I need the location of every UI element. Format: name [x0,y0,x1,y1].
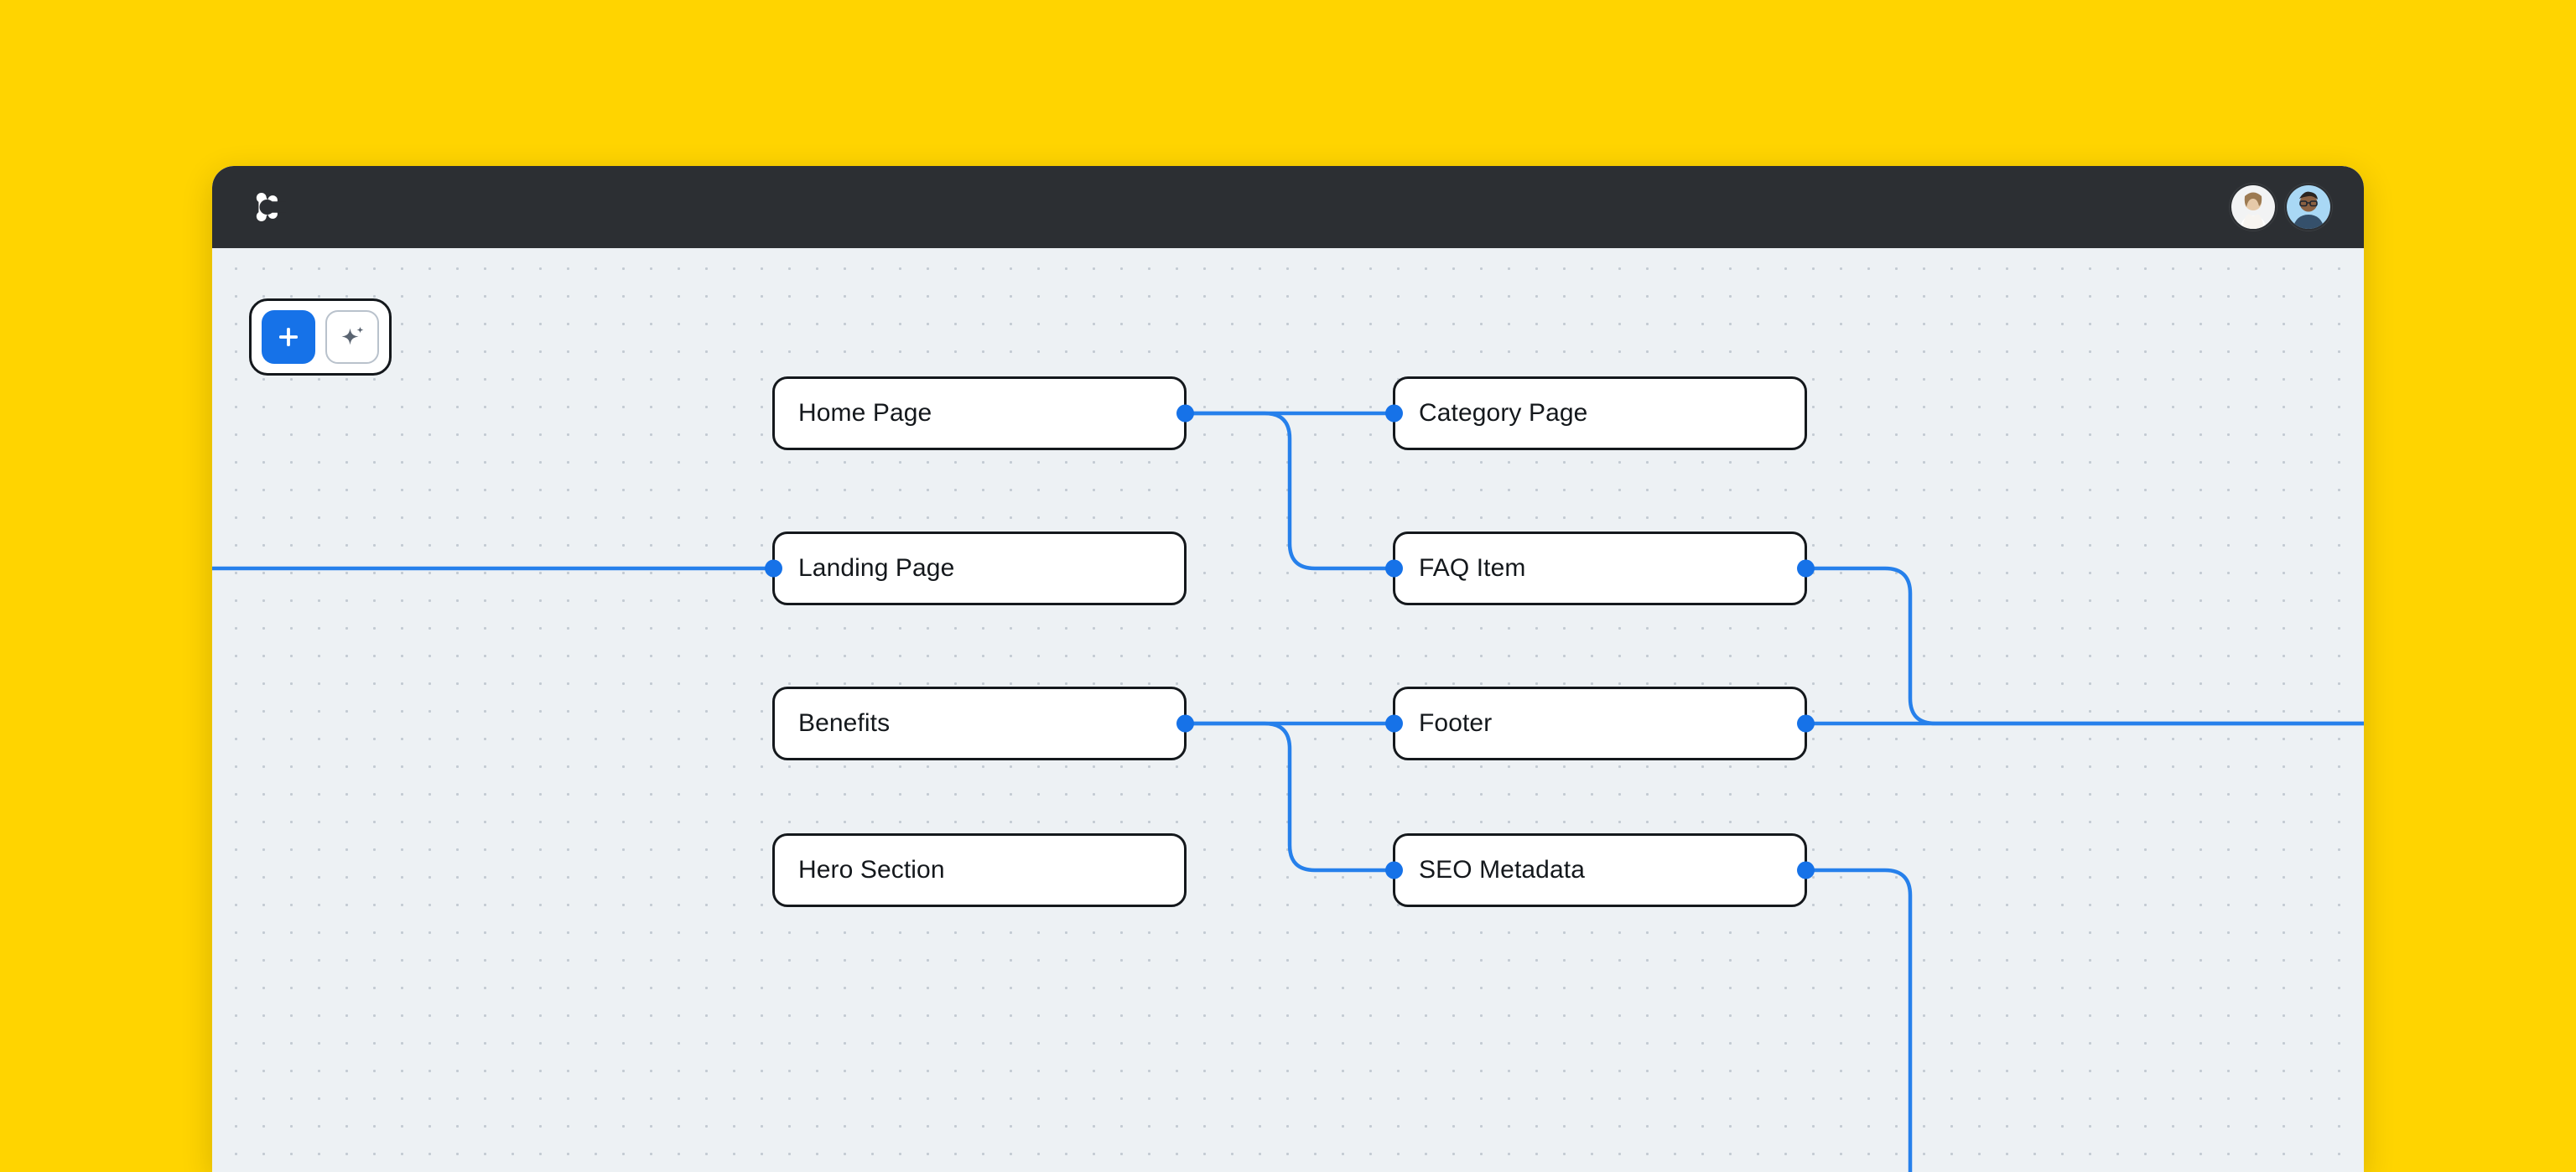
port-left-category-page[interactable] [1385,404,1403,423]
port-right-faq-item[interactable] [1797,559,1815,578]
port-left-footer[interactable] [1385,714,1403,733]
title-bar [212,166,2364,248]
node-label: Hero Section [798,856,945,884]
node-benefits[interactable]: Benefits [772,687,1194,760]
flow-canvas[interactable]: Home Page Category Page Landing Page FAQ… [212,248,2364,1172]
add-node-button[interactable] [262,310,315,364]
node-label: FAQ Item [1419,554,1526,582]
app-window: Home Page Category Page Landing Page FAQ… [212,166,2364,1172]
port-left-seo-metadata[interactable] [1385,861,1403,879]
node-faq-item[interactable]: FAQ Item [1385,532,1815,605]
node-label: SEO Metadata [1419,856,1585,884]
sparkle-icon [341,326,364,345]
node-category-page[interactable]: Category Page [1385,376,1807,450]
port-right-seo-metadata[interactable] [1797,861,1815,879]
ai-generate-button[interactable] [325,310,379,364]
edge-benefits-to-seo [1184,721,1395,873]
node-label: Landing Page [798,554,955,582]
node-label: Footer [1419,709,1493,737]
plus-icon [279,328,298,346]
edge-layer [212,411,2364,1172]
node-footer[interactable]: Footer [1385,687,1815,760]
port-left-faq-item[interactable] [1385,559,1403,578]
node-label: Home Page [798,399,932,427]
edge-seo-to-bottom [1805,868,1913,1172]
port-right-footer[interactable] [1797,714,1815,733]
node-label: Benefits [798,709,891,737]
node-hero-section[interactable]: Hero Section [772,833,1187,907]
node-home-page[interactable]: Home Page [772,376,1194,450]
port-left-landing-page[interactable] [765,559,782,578]
avatar-user-2[interactable] [2285,184,2332,231]
canvas-toolbar [249,298,392,376]
port-right-home-page[interactable] [1176,404,1194,423]
node-label: Category Page [1419,399,1588,427]
port-right-benefits[interactable] [1176,714,1194,733]
node-landing-page[interactable]: Landing Page [765,532,1187,605]
collaborator-avatars [2230,184,2332,231]
clay-c-logo[interactable] [247,188,286,226]
edge-home-to-faq [1184,411,1395,571]
edge-faq-to-right [1805,566,2364,726]
node-seo-metadata[interactable]: SEO Metadata [1385,833,1815,907]
avatar-user-1[interactable] [2230,184,2277,231]
